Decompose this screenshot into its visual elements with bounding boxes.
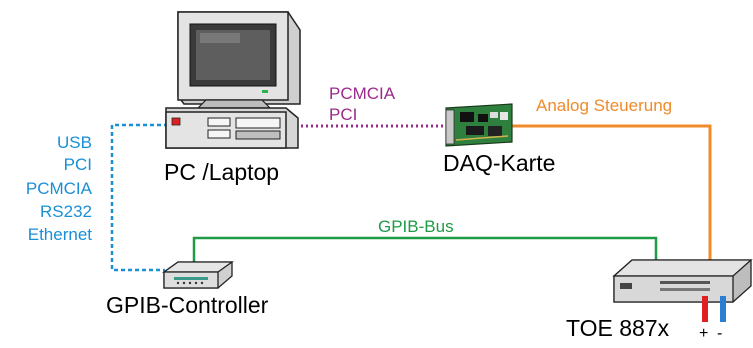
pc-label: PC /Laptop xyxy=(164,159,279,185)
interface-item: PCMCIA xyxy=(26,179,93,198)
gpib-bus-link xyxy=(192,236,658,262)
gpib-bus-label: GPIB-Bus xyxy=(378,217,454,236)
device-icon xyxy=(612,259,753,303)
analog-link xyxy=(508,124,712,262)
minus-terminal-icon xyxy=(720,296,726,322)
interface-item: RS232 xyxy=(40,202,92,221)
interface-item: USB xyxy=(57,133,92,152)
plus-label: + xyxy=(699,325,708,342)
device-label: TOE 887x xyxy=(566,315,670,341)
interface-item: PCI xyxy=(64,155,92,174)
minus-label: - xyxy=(717,325,722,342)
pc-controller-link xyxy=(110,123,168,272)
pc-daq-interface-pci: PCI xyxy=(329,105,357,124)
interface-item: Ethernet xyxy=(28,225,93,244)
daq-label: DAQ-Karte xyxy=(443,150,555,176)
gpib-controller-label: GPIB-Controller xyxy=(106,292,269,318)
pc-daq-interface-pcmcia: PCMCIA xyxy=(329,84,396,103)
daq-card-icon xyxy=(445,103,513,147)
pc-icon xyxy=(165,11,301,149)
plus-terminal-icon xyxy=(702,296,708,322)
analog-label: Analog Steuerung xyxy=(536,96,672,115)
interface-list: USB PCI PCMCIA RS232 Ethernet xyxy=(26,133,93,244)
gpib-controller-icon xyxy=(161,261,235,289)
